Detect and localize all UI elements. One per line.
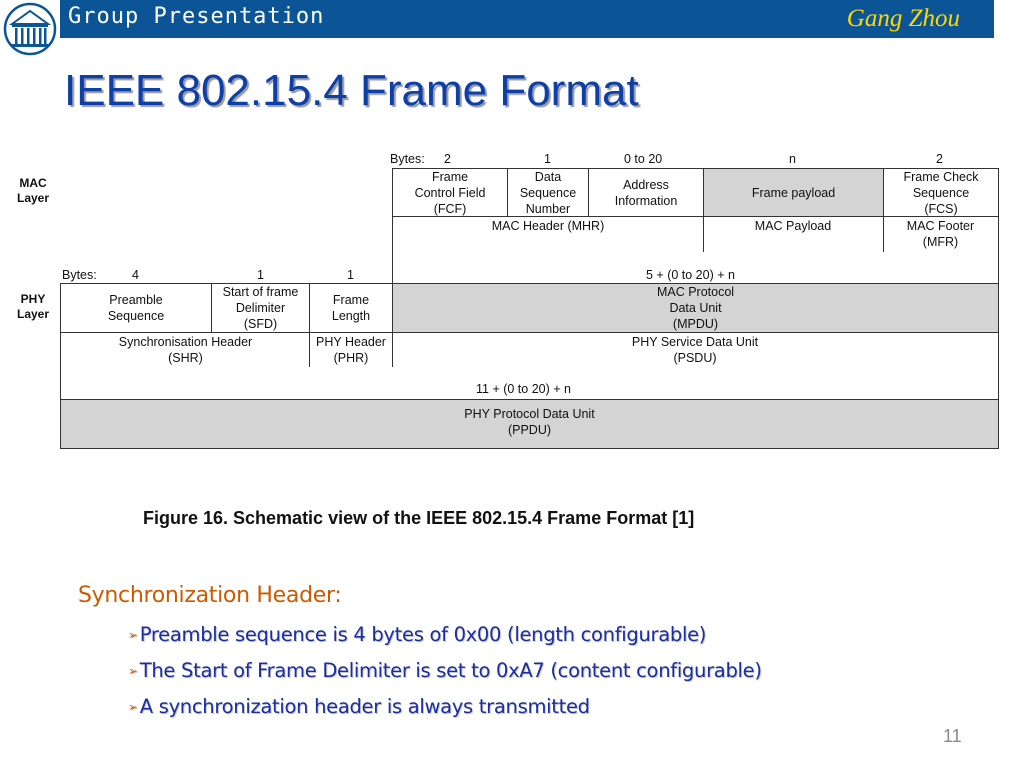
list-item: ➢The Start of Frame Delimiter is set to … xyxy=(128,656,762,692)
header-bar xyxy=(60,0,994,38)
bullet-text: Preamble sequence is 4 bytes of 0x00 (le… xyxy=(139,623,707,646)
mac-field-fcf: Frame Control Field (FCF) xyxy=(392,168,508,217)
frame-format-diagram: MAC Layer PHY Layer Bytes: 2 1 0 to 20 n… xyxy=(0,148,1024,458)
phy-byte-size: 5 + (0 to 20) + n xyxy=(646,268,735,282)
page-number: 11 xyxy=(943,726,962,746)
list-item: ➢Preamble sequence is 4 bytes of 0x00 (l… xyxy=(128,620,762,656)
mac-byte-size: 0 to 20 xyxy=(624,152,663,166)
divider xyxy=(60,366,61,400)
phy-psdu-group: PHY Service Data Unit (PSDU) xyxy=(392,332,999,367)
ppdu-box: PHY Protocol Data Unit (PPDU) xyxy=(60,399,999,449)
section-heading: Synchronization Header: xyxy=(78,583,342,608)
slide-header: Group Presentation Gang Zhou xyxy=(0,0,1024,56)
phy-phr-group: PHY Header (PHR) xyxy=(309,332,393,367)
header-author: Gang Zhou xyxy=(846,5,960,32)
phy-byte-size: 1 xyxy=(347,268,354,282)
mac-layer-label: MAC Layer xyxy=(16,176,50,205)
bullet-list: ➢Preamble sequence is 4 bytes of 0x00 (l… xyxy=(128,620,762,728)
mac-field-payload: Frame payload xyxy=(703,168,884,217)
mac-field-dsn: Data Sequence Number xyxy=(507,168,589,217)
header-title: Group Presentation xyxy=(68,4,325,29)
phy-layer-label: PHY Layer xyxy=(16,292,50,321)
phy-byte-size: 1 xyxy=(257,268,264,282)
phy-field-frame-length: Frame Length xyxy=(309,283,393,333)
bullet-text: A synchronization header is always trans… xyxy=(139,695,590,718)
ppdu-size: 11 + (0 to 20) + n xyxy=(476,382,571,396)
arrow-bullet-icon: ➢ xyxy=(128,664,138,678)
divider xyxy=(392,251,393,284)
mac-byte-size: n xyxy=(789,152,796,166)
bullet-text: The Start of Frame Delimiter is set to 0… xyxy=(139,659,762,682)
mac-field-address: Address Information xyxy=(588,168,704,217)
phy-byte-size: 4 xyxy=(132,268,139,282)
slide-title: IEEE 802.15.4 Frame Format xyxy=(64,66,639,115)
arrow-bullet-icon: ➢ xyxy=(128,628,138,642)
phy-field-preamble: Preamble Sequence xyxy=(60,283,212,333)
divider xyxy=(998,366,999,400)
phy-field-mpdu: MAC Protocol Data Unit (MPDU) xyxy=(392,283,999,333)
mac-byte-size: 1 xyxy=(544,152,551,166)
mac-footer-group: MAC Footer (MFR) xyxy=(883,216,999,252)
phy-field-sfd: Start of frame Delimiter (SFD) xyxy=(211,283,310,333)
arrow-bullet-icon: ➢ xyxy=(128,700,138,714)
mac-header-group: MAC Header (MHR) xyxy=(392,216,704,252)
mac-byte-size: 2 xyxy=(936,152,943,166)
figure-caption: Figure 16. Schematic view of the IEEE 80… xyxy=(143,508,695,528)
mac-bytes-label: Bytes: xyxy=(390,152,425,166)
list-item: ➢A synchronization header is always tran… xyxy=(128,692,762,728)
mac-payload-group: MAC Payload xyxy=(703,216,884,252)
university-building-icon xyxy=(3,2,57,56)
phy-bytes-label: Bytes: xyxy=(62,268,97,282)
mac-field-fcs: Frame Check Sequence (FCS) xyxy=(883,168,999,217)
phy-shr-group: Synchronisation Header (SHR) xyxy=(60,332,310,367)
mac-byte-size: 2 xyxy=(444,152,451,166)
divider xyxy=(998,251,999,284)
